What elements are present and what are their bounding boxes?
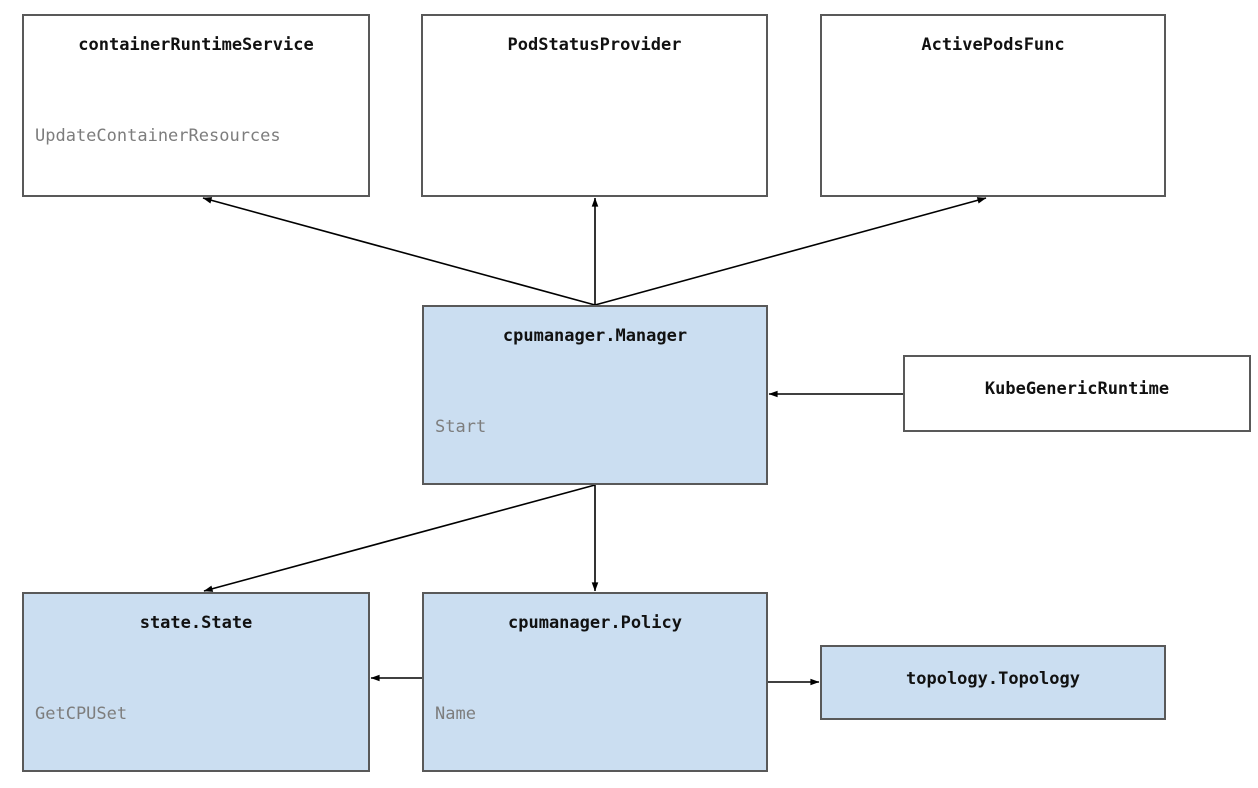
edge-manager-to-activepodsfunc	[594, 197, 987, 306]
node-kubegenericruntime[interactable]: KubeGenericRuntime	[903, 355, 1251, 432]
node-title: cpumanager.Manager	[502, 326, 688, 346]
node-members: UpdateContainerResources	[24, 55, 368, 194]
node-title: state.State	[139, 613, 253, 633]
node-title: topology.Topology	[906, 669, 1080, 689]
node-title: ActivePodsFunc	[921, 35, 1065, 55]
node-title: containerRuntimeService	[78, 35, 314, 55]
member-item: GetCPUSet	[35, 704, 128, 724]
node-title: cpumanager.Policy	[508, 613, 682, 633]
node-podstatusprovider[interactable]: PodStatusProvider	[421, 14, 768, 197]
node-members: GetCPUSet GetDefaultCPUSet SetCPUSet Set…	[24, 633, 368, 770]
node-title: PodStatusProvider	[507, 35, 682, 55]
node-title: KubeGenericRuntime	[984, 379, 1170, 399]
member-item: Name	[435, 704, 476, 724]
node-topology-topology[interactable]: topology.Topology	[820, 645, 1166, 720]
edge-manager-to-state	[203, 484, 596, 592]
edge-manager-to-containerruntimeservice	[202, 197, 596, 306]
node-members: Start AddContainer RemoveContainer State	[424, 346, 766, 483]
node-members	[822, 55, 1164, 79]
node-containerruntimeservice[interactable]: containerRuntimeService UpdateContainerR…	[22, 14, 370, 197]
member-item: Start	[435, 417, 487, 437]
member-item: UpdateContainerResources	[35, 126, 281, 146]
node-activepodsfunc[interactable]: ActivePodsFunc	[820, 14, 1166, 197]
node-members	[423, 55, 766, 79]
node-state-state[interactable]: state.State GetCPUSet GetDefaultCPUSet S…	[22, 592, 370, 772]
node-members: Name AddContainer RemoveContainer	[424, 633, 766, 770]
node-cpumanager-policy[interactable]: cpumanager.Policy Name AddContainer Remo…	[422, 592, 768, 772]
node-cpumanager-manager[interactable]: cpumanager.Manager Start AddContainer Re…	[422, 305, 768, 485]
